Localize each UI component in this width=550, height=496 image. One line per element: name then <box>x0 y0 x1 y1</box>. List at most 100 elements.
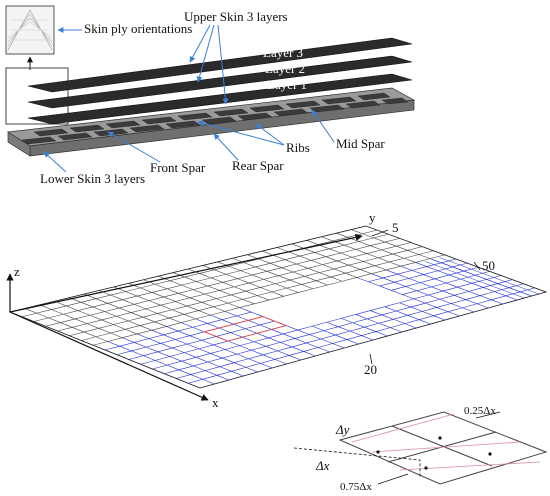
mesh-line <box>169 317 182 323</box>
mesh-line <box>163 334 176 340</box>
mesh-line <box>390 286 406 291</box>
mesh-line <box>104 311 117 317</box>
mesh-line <box>254 341 266 347</box>
mesh-line <box>176 374 191 379</box>
mesh-line <box>69 331 85 337</box>
mesh-line <box>239 303 255 308</box>
mesh-line <box>222 357 235 363</box>
mesh-line <box>291 243 304 249</box>
mesh-line <box>375 327 391 332</box>
mesh-line <box>274 355 290 360</box>
mesh-line <box>75 318 88 324</box>
mesh-line <box>320 338 333 344</box>
mesh-line <box>374 261 390 266</box>
mesh-line <box>148 338 161 344</box>
mesh-line <box>140 283 156 289</box>
mesh-line <box>323 326 339 331</box>
mesh-line <box>332 339 348 344</box>
skin-layer-2 <box>27 55 413 109</box>
mesh-line <box>471 283 484 288</box>
mesh-line <box>136 333 149 339</box>
mesh-line <box>248 279 264 284</box>
mesh-line <box>457 286 469 292</box>
mesh-line <box>172 343 188 349</box>
mesh-line <box>214 269 227 275</box>
mesh-line <box>437 270 450 276</box>
mesh-line <box>24 308 37 314</box>
mesh-line <box>230 332 243 338</box>
dx-label: Δx <box>315 458 330 473</box>
mesh-line <box>479 295 492 301</box>
mesh-line <box>151 326 167 331</box>
mesh-line <box>373 233 389 239</box>
mesh-line <box>326 318 342 323</box>
mesh-line <box>222 278 238 283</box>
mesh-line <box>216 332 231 337</box>
mesh-line <box>188 378 203 384</box>
mesh-line <box>122 337 135 343</box>
mesh-line <box>315 280 328 286</box>
mesh-line <box>400 262 416 267</box>
mesh-line <box>306 240 319 245</box>
mesh-line <box>66 305 79 311</box>
mesh-line <box>344 241 360 246</box>
mesh-line <box>160 304 173 311</box>
mesh-line <box>239 341 255 346</box>
mesh-line <box>145 308 158 314</box>
mesh-line <box>139 321 155 326</box>
highlight-rect <box>203 316 288 342</box>
mesh-line <box>81 298 96 303</box>
mesh-line <box>196 281 209 287</box>
mesh-line <box>262 354 275 360</box>
mesh-line <box>309 334 322 340</box>
mesh-line <box>263 279 276 285</box>
mesh-line <box>275 283 287 289</box>
mesh-line <box>349 326 365 332</box>
mesh-line <box>396 245 408 251</box>
rear-spar-label: Rear Spar <box>232 158 284 173</box>
mesh-line <box>110 332 123 338</box>
mesh-line <box>198 348 211 354</box>
mesh-line <box>184 276 197 282</box>
mesh-line <box>317 240 333 245</box>
mesh-line <box>155 356 170 361</box>
mesh-line <box>281 267 294 273</box>
mesh-line <box>442 290 455 296</box>
mesh-line <box>446 282 458 288</box>
mesh-line <box>134 338 149 343</box>
count-50-label: 50 <box>482 258 495 273</box>
mesh-line <box>465 295 481 300</box>
mesh-line <box>271 291 284 297</box>
mesh-line <box>416 286 432 292</box>
mesh-line <box>175 297 191 302</box>
mesh-line <box>211 273 226 279</box>
mesh-line <box>236 353 249 360</box>
mesh-line <box>234 286 246 292</box>
cell-detail <box>293 411 548 485</box>
mesh-line <box>86 323 99 329</box>
mesh-line <box>80 302 93 308</box>
mesh-line <box>436 307 449 312</box>
mesh-line <box>137 329 152 335</box>
three-quarter-dx-label: 0.75Δx <box>340 481 372 493</box>
mesh-line <box>207 319 223 324</box>
mesh-line <box>278 271 294 276</box>
ply-orientations-label: Skin ply orientations <box>84 21 192 36</box>
mesh-line <box>175 335 190 340</box>
mesh-line <box>392 253 405 259</box>
mesh-line <box>352 318 368 324</box>
mesh-line <box>183 310 199 315</box>
mesh-line <box>275 279 290 285</box>
mesh-line <box>207 285 220 291</box>
mesh-line <box>358 241 371 246</box>
mesh-line <box>281 263 297 268</box>
mesh-line <box>95 298 108 304</box>
mesh-line <box>122 295 138 300</box>
mesh-line <box>248 282 261 288</box>
mesh-line <box>283 333 295 339</box>
mesh-line <box>234 362 247 368</box>
mesh-line <box>225 273 238 279</box>
mesh-line <box>45 322 61 327</box>
mesh-line <box>113 320 129 325</box>
mesh-line <box>431 282 447 288</box>
